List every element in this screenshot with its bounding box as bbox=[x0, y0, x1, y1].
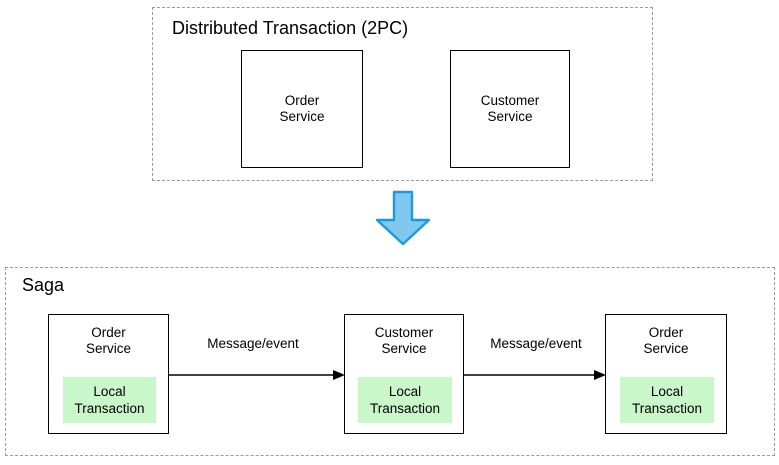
saga-edge-label-2: Message/event bbox=[490, 336, 582, 351]
saga-service-box-order-1[interactable]: Order Service Local Transaction bbox=[48, 314, 169, 434]
down-arrow-icon bbox=[375, 190, 431, 246]
saga-flow-arrow-1 bbox=[169, 366, 345, 384]
top-service-label-order: Order Service bbox=[279, 93, 325, 124]
saga-service-label-customer-2: Customer Service bbox=[374, 325, 434, 356]
saga-local-transaction-1: Local Transaction bbox=[63, 377, 156, 423]
top-service-box-customer[interactable]: Customer Service bbox=[450, 50, 570, 168]
saga-local-transaction-2: Local Transaction bbox=[358, 377, 452, 423]
top-service-label-customer: Customer Service bbox=[480, 93, 540, 124]
saga-service-label-order-3: Order Service bbox=[643, 325, 689, 356]
saga-title: Saga bbox=[22, 275, 65, 295]
saga-service-label-order-1: Order Service bbox=[85, 325, 131, 356]
distributed-transaction-title: Distributed Transaction (2PC) bbox=[172, 18, 409, 38]
transition-down-arrow bbox=[372, 190, 434, 246]
saga-group bbox=[5, 267, 775, 456]
top-service-box-order[interactable]: Order Service bbox=[241, 50, 363, 168]
distributed-transaction-group bbox=[152, 7, 653, 181]
saga-flow-arrow-2 bbox=[464, 366, 606, 384]
saga-edge-label-1: Message/event bbox=[207, 336, 299, 351]
saga-service-box-customer-2[interactable]: Customer Service Local Transaction bbox=[344, 314, 464, 434]
saga-local-transaction-3: Local Transaction bbox=[620, 377, 714, 423]
saga-service-box-order-3[interactable]: Order Service Local Transaction bbox=[605, 314, 727, 434]
